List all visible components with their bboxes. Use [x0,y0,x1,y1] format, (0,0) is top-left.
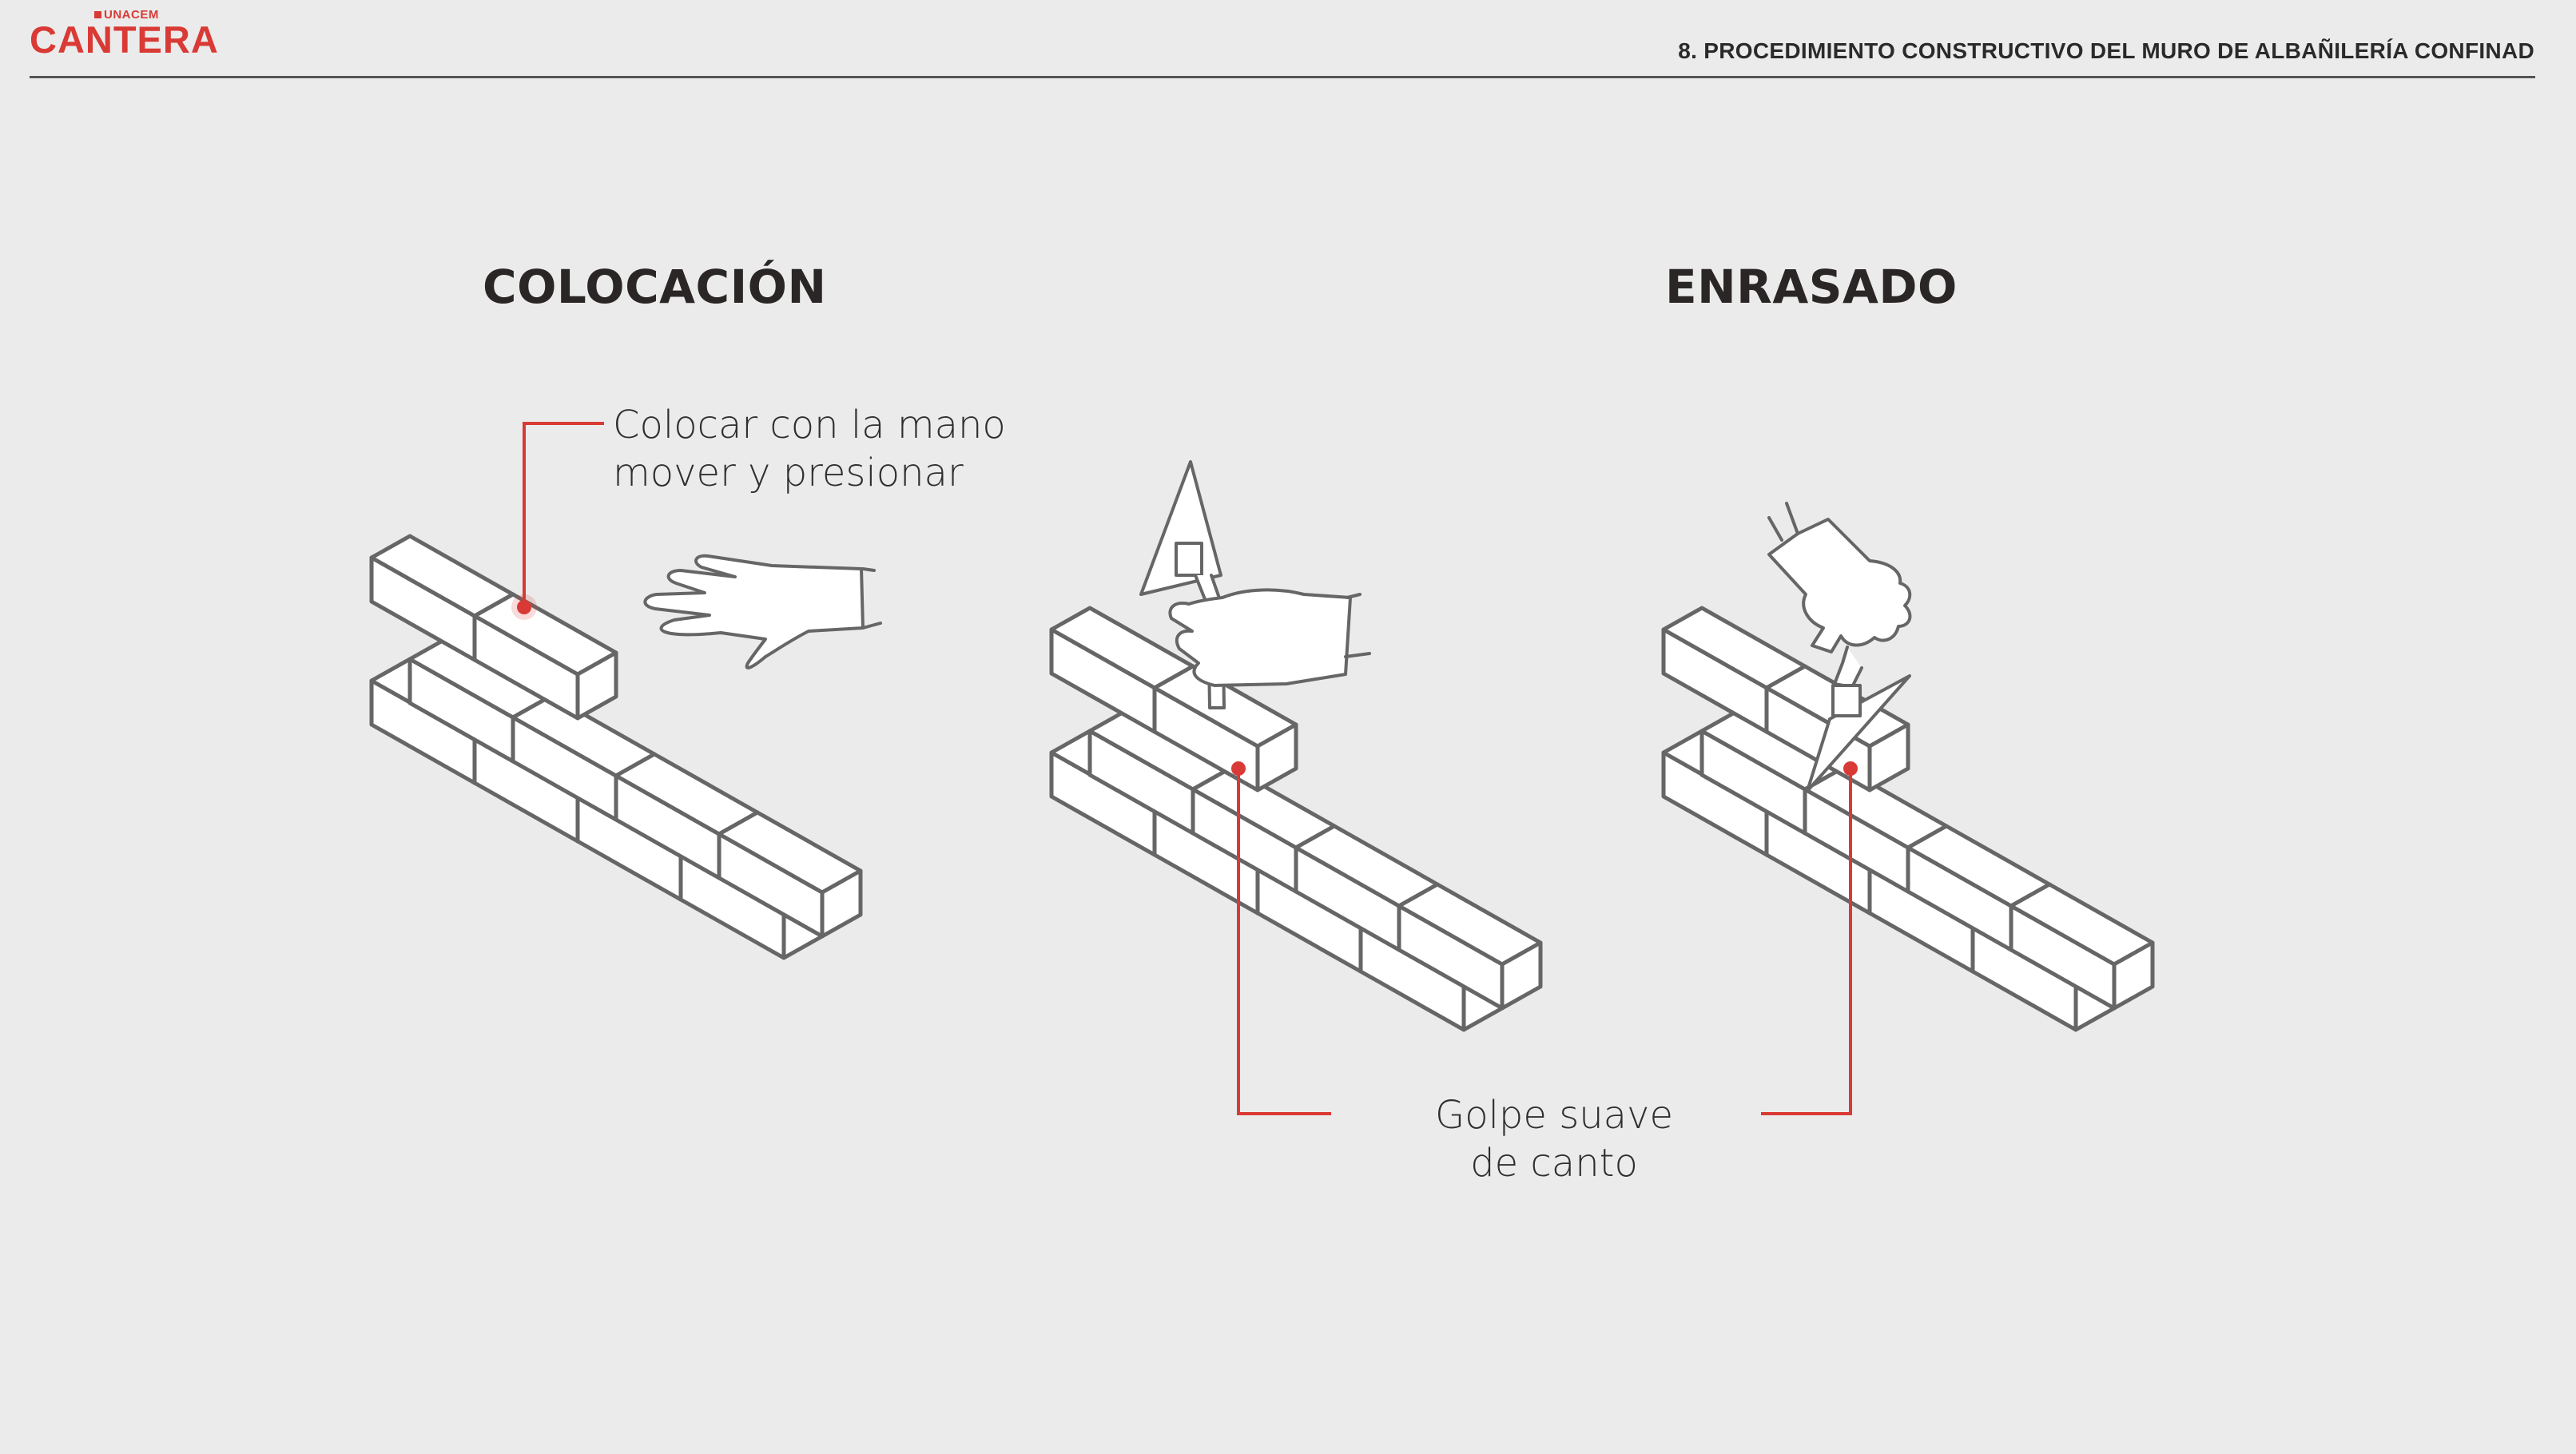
heading-colocacion: COLOCACIÓN [483,260,827,314]
callout-colocar-line-1: Colocar con la mano [613,403,1006,447]
callout-leaders [523,422,1852,1115]
brick-wall-enrasado [1664,608,2153,1030]
brand-logo: CANTERA [30,18,219,61]
gloved-hand-icon [1767,502,1912,654]
callout-golpe-line-1: Golpe suave [1435,1093,1673,1138]
callout-colocar-line-2: mover y presionar [613,451,964,495]
marker-dot [1843,761,1858,776]
header: UNACEM CANTERA 8. PROCEDIMIENTO CONSTRUC… [0,0,2576,80]
heading-enrasado: ENRASADO [1665,260,1958,314]
leader-golpe-right [1761,769,1852,1115]
gloved-hand-icon [1168,588,1371,687]
leader-colocar [523,422,604,607]
brand-mark-icon [94,11,101,18]
hand-icon [643,554,882,669]
callout-colocar: Colocar con la mano mover y presionar [613,401,1006,497]
callout-golpe-line-2: de canto [1470,1141,1638,1186]
header-divider [30,76,2535,78]
section-title: 8. PROCEDIMIENTO CONSTRUCTIVO DEL MURO D… [1678,38,2534,63]
marker-dot [517,600,531,614]
brand-parent-logo: UNACEM [94,8,159,22]
trowel-icon [1806,646,1911,793]
marker-dot [1231,761,1246,776]
leader-golpe-left [1237,769,1331,1115]
callout-golpe: Golpe suave de canto [1326,1091,1782,1187]
brand-parent-text: UNACEM [104,8,159,22]
